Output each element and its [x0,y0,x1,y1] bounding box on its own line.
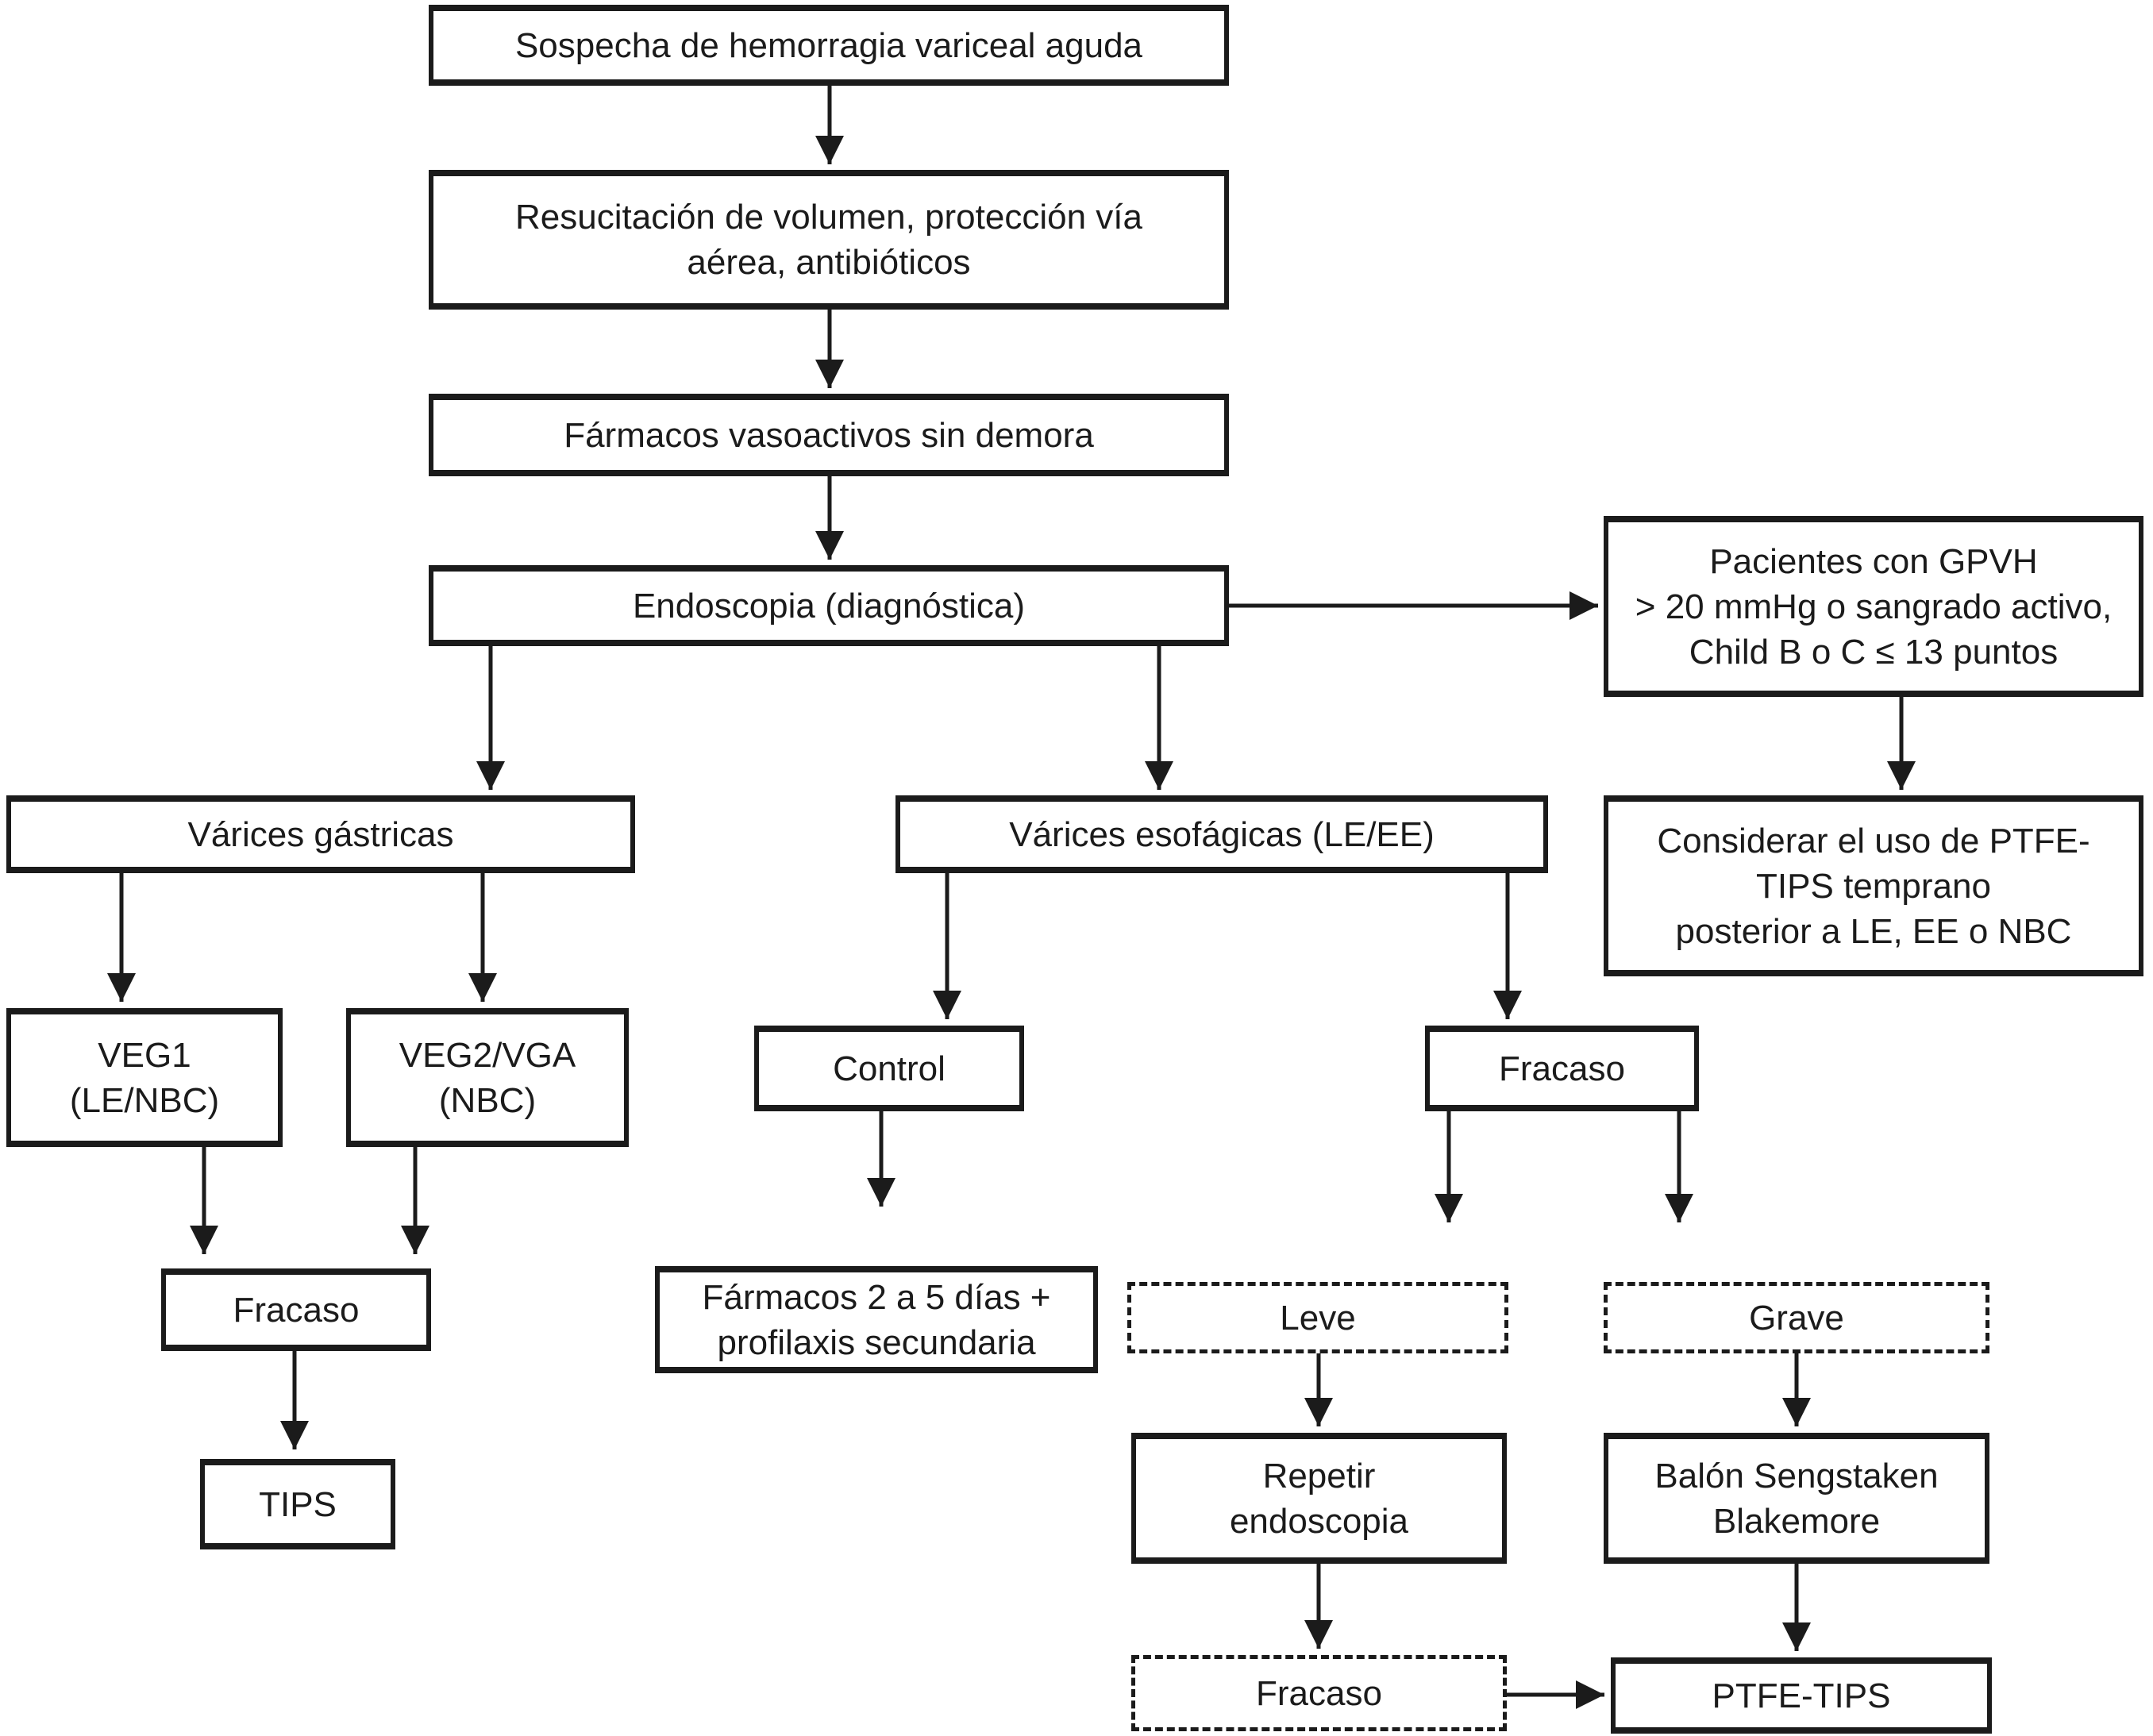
node-fracaso-gastrico-label: Fracaso [233,1290,360,1330]
node-veg2-label: VEG2/VGA (NBC) [399,1035,576,1120]
node-grave-label: Grave [1749,1298,1844,1338]
node-ptfe-tips-label: PTFE-TIPS [1712,1676,1891,1715]
node-endoscopia: Endoscopia (diagnóstica) [429,565,1229,646]
node-varices-gastricas: Várices gástricas [6,795,635,873]
node-farmacos-profilaxis: Fármacos 2 a 5 días + profilaxis secunda… [655,1266,1098,1373]
node-gpvh: Pacientes con GPVH > 20 mmHg o sangrado … [1604,516,2143,697]
node-leve: Leve [1127,1282,1508,1353]
node-resucitacion: Resucitación de volumen, protección vía … [429,170,1229,310]
node-leve-label: Leve [1280,1298,1356,1338]
node-ptfe-tips: PTFE-TIPS [1611,1657,1992,1734]
node-repetir-endoscopia: Repetir endoscopia [1131,1433,1507,1564]
node-grave: Grave [1604,1282,1989,1353]
node-varices-gastricas-label: Várices gástricas [187,814,454,854]
node-control: Control [754,1026,1024,1111]
node-considerar-tips-label: Considerar el uso de PTFE- TIPS temprano… [1657,821,2090,951]
node-varices-esofagicas-label: Várices esofágicas (LE/EE) [1009,814,1435,854]
node-sospecha-label: Sospecha de hemorragia variceal aguda [514,25,1143,65]
node-fracaso-final-label: Fracaso [1256,1673,1382,1713]
node-fracaso-esofagico: Fracaso [1425,1026,1699,1111]
node-veg2: VEG2/VGA (NBC) [346,1008,629,1147]
node-gpvh-label: Pacientes con GPVH > 20 mmHg o sangrado … [1635,541,2113,672]
node-farmacos-profilaxis-label: Fármacos 2 a 5 días + profilaxis secunda… [702,1277,1051,1362]
node-control-label: Control [833,1049,946,1088]
node-considerar-tips: Considerar el uso de PTFE- TIPS temprano… [1604,795,2143,976]
node-fracaso-gastrico: Fracaso [161,1268,431,1351]
node-tips: TIPS [200,1459,395,1549]
node-fracaso-esofagico-label: Fracaso [1499,1049,1625,1088]
node-farmacos-vasoactivos-label: Fármacos vasoactivos sin demora [564,415,1094,455]
node-fracaso-final: Fracaso [1131,1655,1507,1731]
node-endoscopia-label: Endoscopia (diagnóstica) [632,586,1026,625]
node-veg1-label: VEG1 (LE/NBC) [69,1035,220,1120]
node-balon-label: Balón Sengstaken Blakemore [1654,1456,1939,1541]
node-sospecha: Sospecha de hemorragia variceal aguda [429,5,1229,86]
node-balon: Balón Sengstaken Blakemore [1604,1433,1989,1564]
node-varices-esofagicas: Várices esofágicas (LE/EE) [895,795,1548,873]
node-tips-label: TIPS [259,1484,337,1524]
node-farmacos-vasoactivos: Fármacos vasoactivos sin demora [429,394,1229,476]
node-resucitacion-label: Resucitación de volumen, protección vía … [515,198,1142,282]
node-repetir-endoscopia-label: Repetir endoscopia [1229,1456,1409,1541]
node-veg1: VEG1 (LE/NBC) [6,1008,283,1147]
